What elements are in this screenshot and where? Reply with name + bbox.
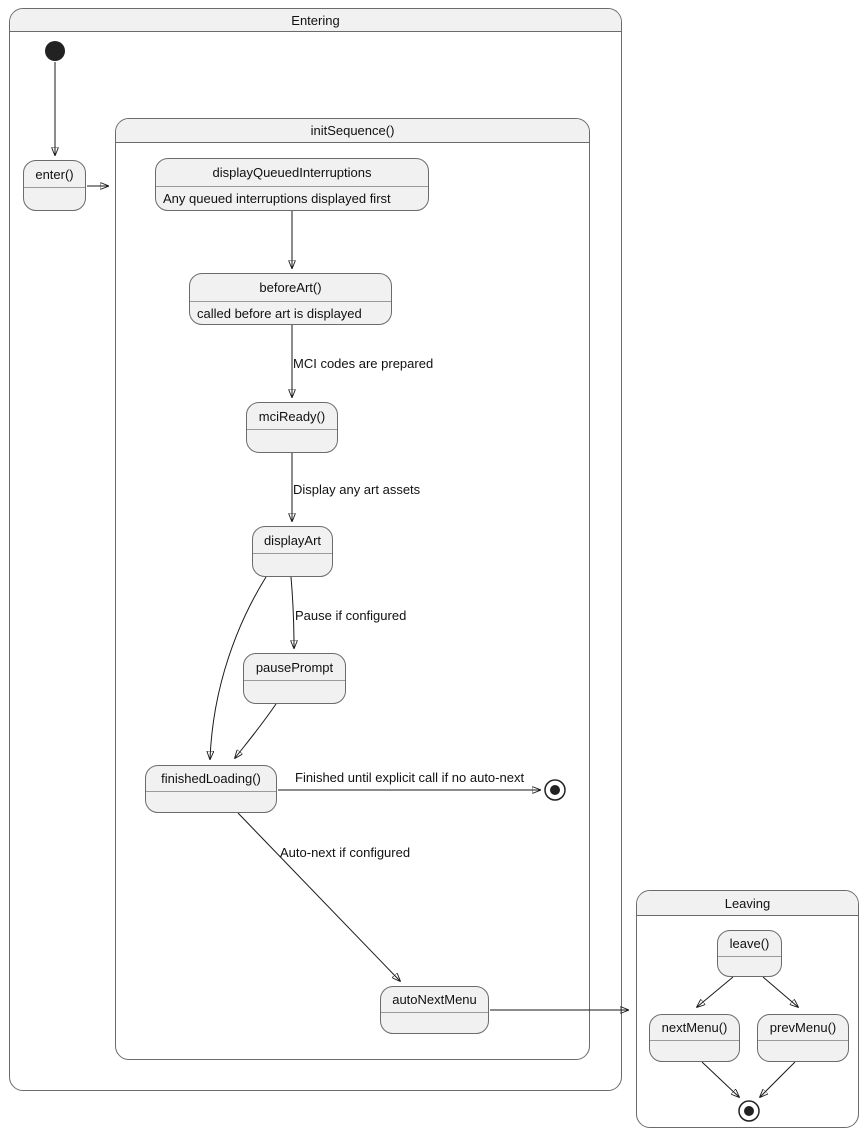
edge-label-mci-codes: MCI codes are prepared — [293, 356, 434, 371]
state-auto-next-menu-label: autoNextMenu — [381, 987, 488, 1013]
container-init-sequence: initSequence() — [115, 118, 590, 1060]
state-mci-ready: mciReady() — [246, 402, 338, 453]
state-next-menu: nextMenu() — [649, 1014, 740, 1062]
state-before-art: beforeArt() called before art is display… — [189, 273, 392, 325]
edge-label-finished-no-auto-next: Finished until explicit call if no auto-… — [295, 770, 525, 785]
state-prev-menu-label: prevMenu() — [758, 1015, 848, 1041]
state-finished-loading: finishedLoading() — [145, 765, 277, 813]
state-before-art-description: called before art is displayed — [197, 305, 362, 321]
state-finished-loading-label: finishedLoading() — [146, 766, 276, 792]
state-display-art-label: displayArt — [253, 527, 332, 554]
state-prev-menu: prevMenu() — [757, 1014, 849, 1062]
edge-label-auto-next-if-configured: Auto-next if configured — [280, 845, 411, 860]
state-pause-prompt: pausePrompt — [243, 653, 346, 704]
container-entering-title: Entering — [10, 9, 621, 32]
container-leaving-title: Leaving — [637, 891, 858, 916]
state-next-menu-label: nextMenu() — [650, 1015, 739, 1041]
state-pause-prompt-label: pausePrompt — [244, 654, 345, 681]
container-init-sequence-title: initSequence() — [116, 119, 589, 143]
state-leave-label: leave() — [718, 931, 781, 957]
state-display-queued-interruptions-description: Any queued interruptions displayed first — [163, 191, 391, 206]
edge-label-display-art-assets: Display any art assets — [293, 482, 421, 497]
container-leaving: Leaving — [636, 890, 859, 1128]
edge-label-pause-if-configured: Pause if configured — [295, 608, 407, 623]
state-leave: leave() — [717, 930, 782, 977]
state-display-queued-interruptions: displayQueuedInterruptions Any queued in… — [155, 158, 429, 211]
state-mci-ready-label: mciReady() — [247, 403, 337, 430]
state-enter-label: enter() — [24, 161, 85, 188]
state-auto-next-menu: autoNextMenu — [380, 986, 489, 1034]
state-display-queued-interruptions-label: displayQueuedInterruptions — [156, 159, 428, 187]
state-before-art-label: beforeArt() — [190, 274, 391, 302]
state-enter: enter() — [23, 160, 86, 211]
state-display-art: displayArt — [252, 526, 333, 577]
